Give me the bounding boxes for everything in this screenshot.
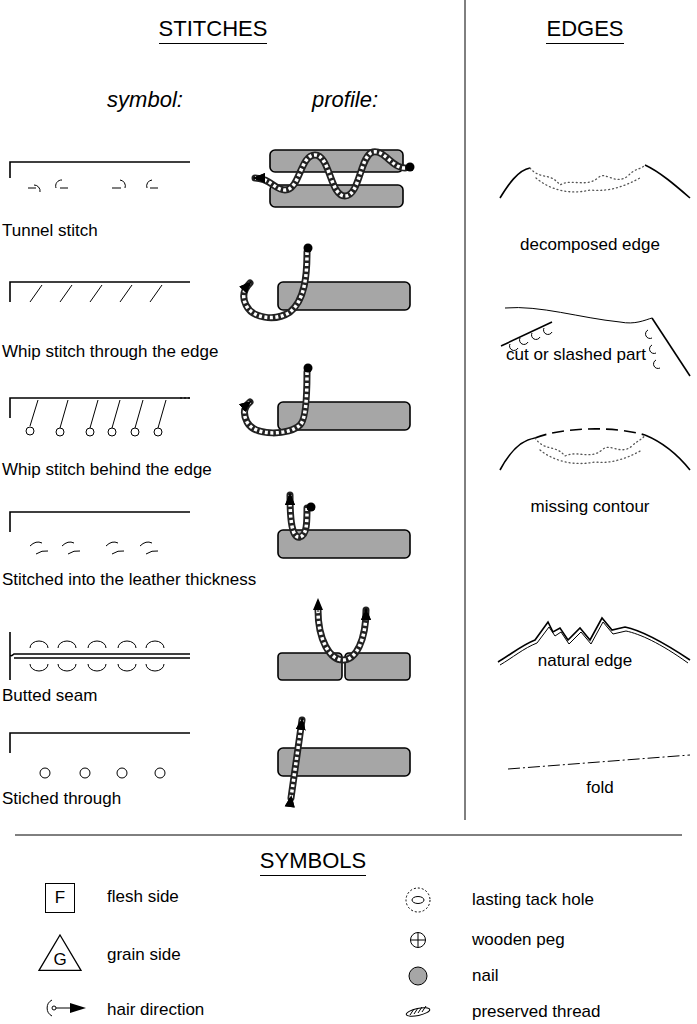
whip-through: [10, 244, 410, 318]
edge-name: decomposed edge: [520, 235, 660, 255]
butted-seam: [10, 600, 410, 680]
section-heading: EDGES: [546, 16, 623, 44]
legend-text: nail: [472, 966, 498, 986]
edge-name: fold: [586, 778, 613, 798]
stitch-name: Whip stitch behind the edge: [2, 460, 212, 480]
stitch-name: Tunnel stitch: [2, 221, 98, 241]
legend-text: preserved thread: [472, 1002, 601, 1022]
legend-text: lasting tack hole: [472, 890, 594, 910]
node-text: G: [53, 951, 66, 970]
edge-name: missing contour: [530, 497, 649, 517]
triangle-path: [39, 935, 81, 970]
section-heading: STITCHES: [159, 16, 268, 44]
whip-behind: [10, 364, 410, 437]
stitched-into-thickness: [10, 495, 410, 558]
legend-text: wooden peg: [472, 930, 565, 950]
node-text: F: [55, 889, 65, 908]
column-heading: profile:: [312, 87, 378, 112]
stitch-name: Butted seam: [2, 686, 97, 706]
divider-lines: [15, 0, 682, 835]
stitch-name: Stiched through: [2, 789, 121, 809]
legend-text: grain side: [107, 945, 181, 965]
column-heading: symbol:: [107, 87, 183, 112]
legend-text: flesh side: [107, 887, 179, 907]
stitched-through: [10, 720, 410, 798]
flesh-side-box: F: [45, 883, 75, 913]
grain-side-triangle: G: [38, 934, 82, 971]
edge-name: natural edge: [538, 651, 633, 671]
edge-name: cut or slashed part: [506, 345, 646, 365]
fold-line: [508, 755, 690, 769]
stitch-name: Whip stitch through the edge: [2, 342, 218, 362]
decomposed-edge: [500, 165, 690, 198]
symbol-samples: [47, 888, 430, 1018]
legend-text: hair direction: [107, 1000, 204, 1020]
tunnel-stitch: [10, 150, 415, 207]
stitch-name: Stitched into the leather thickness: [2, 570, 256, 590]
cut-edge: [501, 308, 690, 376]
section-heading: SYMBOLS: [260, 848, 366, 876]
missing-contour: [500, 429, 690, 470]
